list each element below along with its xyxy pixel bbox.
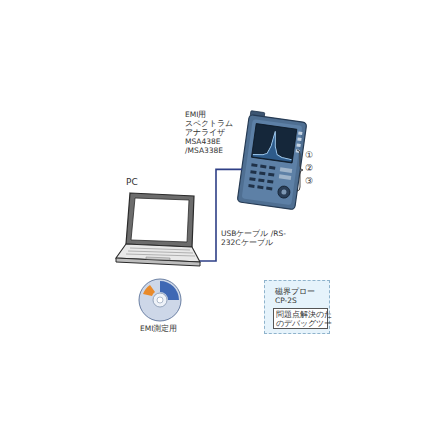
callout-bracket [297, 150, 303, 191]
disc-body [139, 279, 181, 321]
callout-number: ② [305, 163, 313, 174]
analyzer-device: EMI用 スペクトラム アナライザ MSA438E /MSA338E [242, 116, 302, 208]
disc-hub [153, 293, 167, 307]
edge-label: USBケーブル /RS-232Cケーブル [221, 229, 301, 247]
node-text: EMI用 スペクトラム アナライザ MSA438E /MSA338E [185, 110, 237, 155]
pc-laptop: PC [116, 192, 200, 267]
debug-tool-box: 問題点解決のた のデバッグツー [273, 308, 328, 329]
probe-box: 磁界プロー CP-2S 問題点解決のた のデバッグツー [264, 280, 330, 334]
disc-logo [143, 285, 155, 296]
node-text: EMI測定用 [140, 324, 200, 333]
node-text: PC [126, 178, 156, 187]
callout-number: ① [305, 150, 313, 161]
node-text: 問題点解決のた のデバッグツー [276, 310, 325, 328]
node-text: 磁界プロー CP-2S [275, 287, 326, 305]
disc-outline [138, 278, 182, 322]
cable-connector [200, 169, 242, 261]
analyzer-illustration [237, 111, 307, 210]
laptop-illustration [116, 193, 200, 266]
disc-hole [157, 297, 163, 303]
software-disc: EMI測定用 [138, 278, 182, 322]
callout-number: ③ [305, 176, 313, 187]
